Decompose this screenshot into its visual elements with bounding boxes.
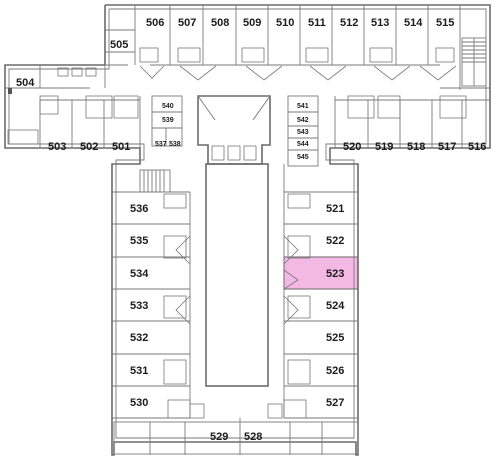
south-wing-west-partitions (112, 191, 191, 419)
room-label-512: 512 (340, 17, 358, 29)
room-label-541: 541 (297, 103, 309, 110)
outer-wall-north (4, 4, 491, 456)
room-label-538: 538 (169, 141, 181, 148)
room-label-510: 510 (276, 17, 294, 29)
stair-west (139, 169, 171, 193)
bottom-row-partitions (149, 418, 323, 455)
room-label-511: 511 (308, 17, 326, 29)
outer-wall-north-inner (8, 8, 487, 439)
room-label-521: 521 (326, 203, 344, 215)
room-label-530: 530 (130, 397, 148, 409)
utility-block-right (287, 95, 319, 167)
room-label-537: 537 (155, 141, 167, 148)
room-label-507: 507 (178, 17, 196, 29)
room-label-532: 532 (130, 332, 148, 344)
room-label-505: 505 (110, 39, 128, 51)
room-label-504: 504 (16, 77, 35, 89)
north-bathrooms (139, 47, 457, 81)
utility-block-left (151, 95, 183, 147)
room-label-520: 520 (343, 141, 361, 153)
room-label-523: 523 (326, 268, 344, 280)
room-label-545: 545 (297, 154, 309, 161)
stair-northeast (461, 37, 487, 87)
room-label-506: 506 (146, 17, 164, 29)
room-label-534: 534 (130, 268, 149, 280)
room-label-529: 529 (210, 431, 228, 443)
room-label-524: 524 (326, 300, 345, 312)
room-label-527: 527 (326, 397, 344, 409)
restroom-505 (39, 65, 106, 88)
room-label-503: 503 (48, 141, 66, 153)
room-label-517: 517 (438, 141, 456, 153)
room-label-536: 536 (130, 203, 148, 215)
south-strip (113, 421, 359, 455)
south-bathrooms-west (163, 193, 205, 419)
room-label-519: 519 (375, 141, 393, 153)
room-label-508: 508 (211, 17, 229, 29)
room-label-502: 502 (80, 141, 98, 153)
room-label-525: 525 (326, 332, 344, 344)
room-label-543: 543 (297, 129, 309, 136)
room-label-509: 509 (243, 17, 261, 29)
room-label-542: 542 (297, 117, 309, 124)
room-label-539: 539 (162, 117, 174, 124)
room-label-528: 528 (244, 431, 262, 443)
room-label-501: 501 (112, 141, 130, 153)
north-row-partitions (5, 5, 490, 90)
south-wing-east-partitions (283, 164, 358, 419)
room-label-522: 522 (326, 235, 344, 247)
row2-bathrooms-right (347, 95, 467, 119)
room-label-518: 518 (407, 141, 425, 153)
room-label-515: 515 (436, 17, 454, 29)
room-label-535: 535 (130, 235, 148, 247)
room-label-513: 513 (371, 17, 389, 29)
marker-504 (8, 88, 12, 94)
room-label-540: 540 (162, 103, 174, 110)
south-bathrooms-east (267, 193, 311, 419)
room-label-531: 531 (130, 365, 148, 377)
elevator-core (197, 95, 271, 165)
room-label-516: 516 (468, 141, 486, 153)
room-label-544: 544 (297, 141, 309, 148)
row2-bathrooms-left (7, 95, 139, 145)
room-labels: 506 507 508 509 510 511 512 513 514 515 … (16, 17, 486, 443)
room-label-514: 514 (404, 17, 423, 29)
central-atrium (205, 163, 269, 387)
room-label-526: 526 (326, 365, 344, 377)
room-523-highlight[interactable] (283, 256, 359, 290)
room-label-533: 533 (130, 300, 148, 312)
